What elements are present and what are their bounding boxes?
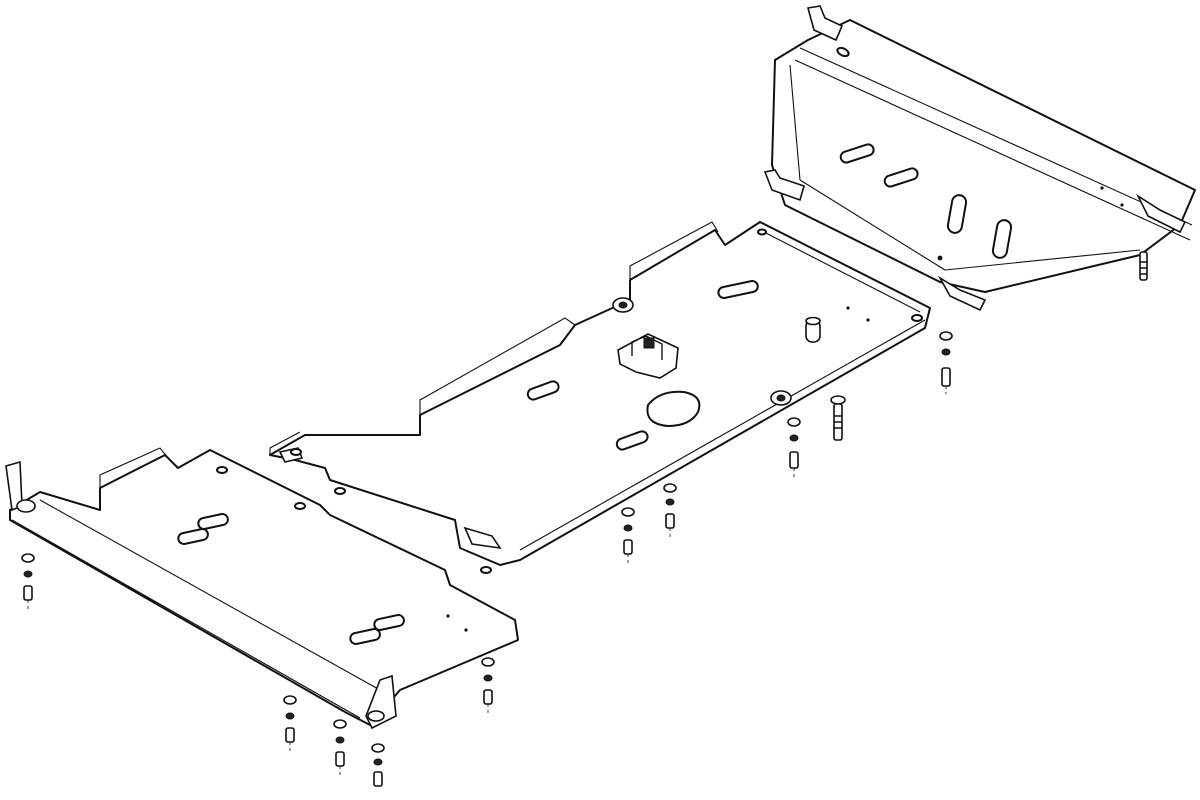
fastener xyxy=(830,395,846,441)
fastener xyxy=(621,507,635,564)
rear-skid-plate xyxy=(5,447,519,730)
fastener xyxy=(283,695,297,752)
fastener xyxy=(21,553,35,610)
fastener xyxy=(939,331,953,394)
front-skid-plate xyxy=(763,5,1196,312)
fasteners xyxy=(21,331,953,787)
center-skid-plate xyxy=(269,221,931,574)
fastener xyxy=(371,743,385,787)
fastener xyxy=(663,483,677,538)
fastener xyxy=(481,657,495,714)
fastener xyxy=(787,417,801,478)
fastener xyxy=(333,719,347,776)
